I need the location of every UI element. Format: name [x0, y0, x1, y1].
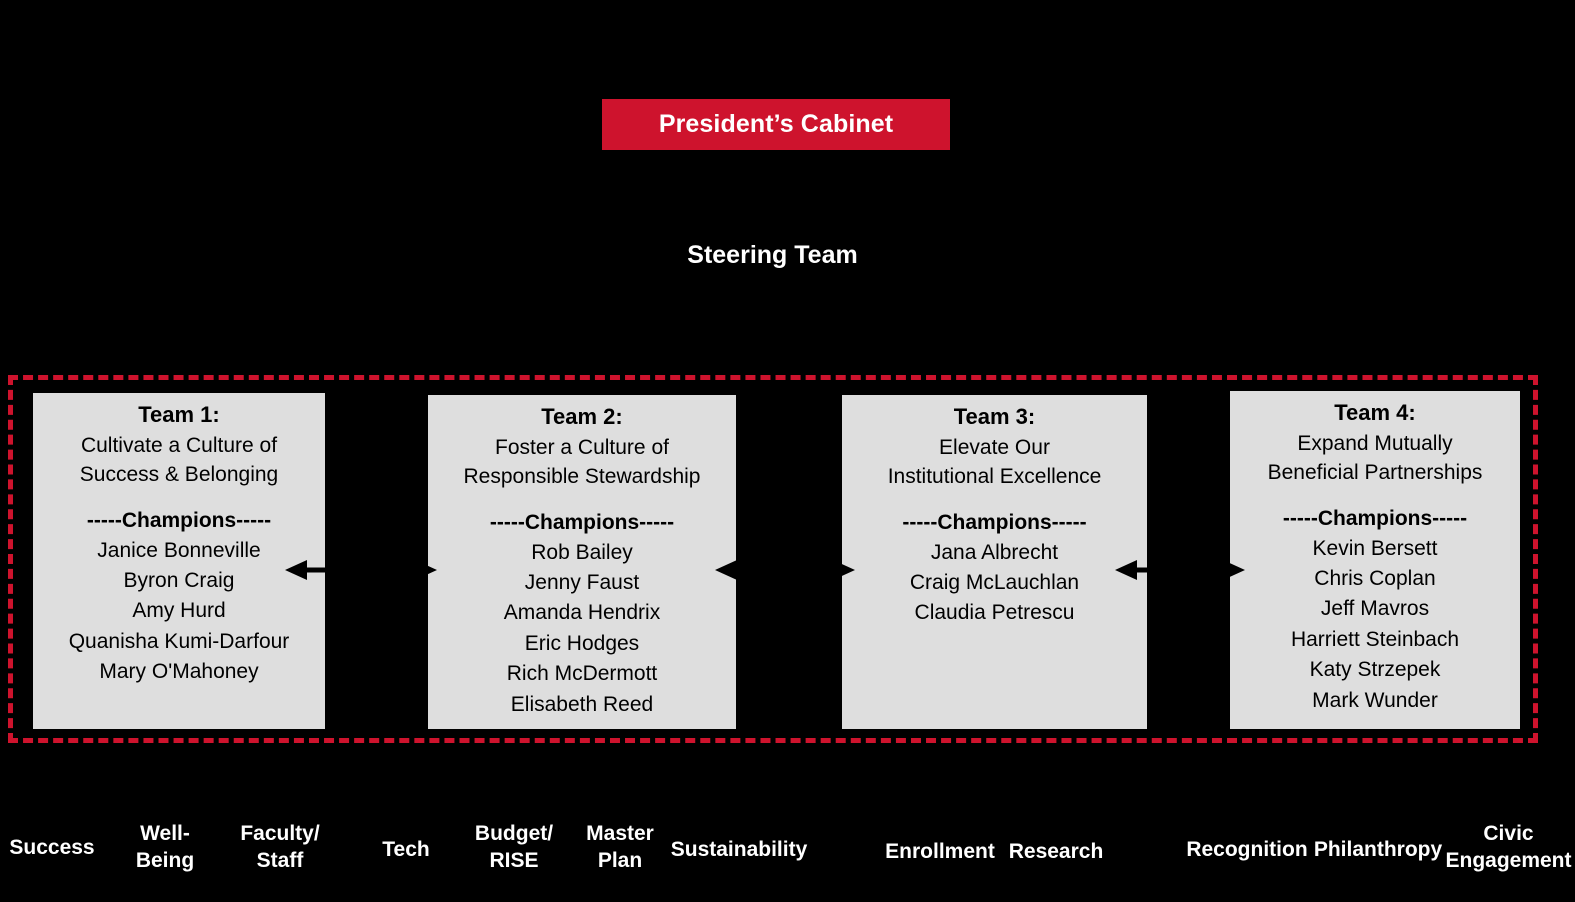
- team-2-goal-line-1: Foster a Culture of: [495, 435, 669, 459]
- team-2-champion: Amanda Hendrix: [503, 601, 661, 625]
- team-4-goal-line-2: Beneficial Partnerships: [1267, 461, 1483, 485]
- team-3-champion: Claudia Petrescu: [914, 601, 1075, 625]
- pillar-line: Well-: [140, 822, 190, 845]
- team-2-champion: Jenny Faust: [524, 571, 640, 594]
- team-1-champion: Janice Bonneville: [97, 538, 261, 562]
- steering-team-heading: Steering Team: [0, 241, 1545, 270]
- team-1-champions-header: -----Champions-----: [86, 509, 272, 533]
- pillar-line: Staff: [256, 849, 304, 873]
- team-2-champion: Rich McDermott: [506, 662, 658, 686]
- pillar-research: Research: [1000, 838, 1112, 865]
- team-4-champion: Katy Strzepek: [1309, 658, 1441, 682]
- pillar-line: Engagement: [1445, 849, 1572, 873]
- team-4-champion: Kevin Bersett: [1312, 536, 1438, 560]
- pillar-budget-rise: Budget/ RISE: [464, 820, 564, 875]
- pillar-recognition: Recognition: [1180, 836, 1314, 863]
- pillar-line: Faculty/: [240, 822, 320, 845]
- team-4-title: Team 4:: [1334, 400, 1416, 425]
- team-2-goal-line-2: Responsible Stewardship: [463, 465, 701, 489]
- team-4-goal-line-1: Expand Mutually: [1297, 431, 1453, 455]
- team-4-champion: Mark Wunder: [1312, 688, 1438, 712]
- steering-team-label: Steering Team: [687, 241, 858, 269]
- team-3-goal-line-1: Elevate Our: [939, 435, 1050, 459]
- team-2-champion: Rob Bailey: [531, 540, 633, 564]
- double-arrow-icon: [1115, 555, 1245, 585]
- team-1-champion: Amy Hurd: [132, 599, 226, 623]
- team-4-champion: Harriett Steinbach: [1290, 627, 1460, 651]
- team-4-champions-header: -----Champions-----: [1282, 507, 1468, 531]
- team-1-champion: Quanisha Kumi-Darfour: [68, 629, 290, 653]
- team-2-title: Team 2:: [541, 404, 623, 429]
- pillar-line: Civic: [1483, 822, 1534, 845]
- pillar-civic-engagement: Civic Engagement: [1442, 820, 1575, 875]
- team-3-champion: Craig McLauchlan: [909, 571, 1080, 594]
- pillar-line: Budget/: [474, 822, 554, 845]
- pillar-line: Plan: [597, 849, 643, 873]
- team-4-champion: Chris Coplan: [1314, 567, 1436, 590]
- team-2-champion: Elisabeth Reed: [510, 692, 654, 716]
- pillar-line: Recognition: [1186, 838, 1308, 861]
- presidents-cabinet-banner: President’s Cabinet: [602, 99, 950, 150]
- pillar-enrollment: Enrollment: [878, 838, 1002, 865]
- team-3-title: Team 3:: [953, 404, 1036, 429]
- team-3-champions-header: -----Champions-----: [902, 511, 1087, 535]
- pillar-faculty-staff: Faculty/ Staff: [228, 820, 332, 875]
- teams-dashed-group-border: [8, 375, 1538, 743]
- pillar-tech: Tech: [366, 836, 446, 863]
- presidents-cabinet-label: President’s Cabinet: [658, 110, 894, 138]
- double-arrow-icon: [285, 555, 437, 585]
- double-arrow-icon: [715, 555, 855, 585]
- pillar-well-being: Well- Being: [118, 820, 212, 875]
- team-1-goal-line-1: Cultivate a Culture of: [80, 433, 278, 457]
- pillar-philanthropy: Philanthropy: [1310, 836, 1446, 863]
- pillar-line: Being: [135, 849, 195, 873]
- team-2-champions-header: -----Champions-----: [489, 511, 675, 535]
- pillar-line: Tech: [382, 838, 430, 861]
- pillar-line: RISE: [489, 849, 539, 873]
- team-1-champion: Mary O'Mahoney: [99, 660, 259, 684]
- pillar-line: Philanthropy: [1313, 838, 1443, 861]
- team-3-champion: Jana Albrecht: [930, 540, 1059, 564]
- pillar-success: Success: [0, 834, 104, 861]
- pillar-line: Success: [9, 836, 95, 859]
- pillar-line: Master: [586, 822, 654, 845]
- team-box-3[interactable]: Team 3: Elevate Our Institutional Excell…: [842, 395, 1147, 729]
- pillar-label-row: Success Well- Being Faculty/ Staff Tech …: [0, 806, 1575, 892]
- team-4-champion: Jeff Mavros: [1320, 597, 1430, 621]
- team-2-champion: Eric Hodges: [524, 631, 640, 655]
- team-box-2[interactable]: Team 2: Foster a Culture of Responsible …: [428, 395, 736, 729]
- team-1-champion: Byron Craig: [123, 569, 235, 592]
- pillar-line: Research: [1008, 840, 1104, 863]
- team-box-1[interactable]: Team 1: Cultivate a Culture of Success &…: [33, 393, 325, 729]
- team-3-goal-line-2: Institutional Excellence: [887, 465, 1102, 489]
- pillar-sustainability: Sustainability: [664, 836, 814, 863]
- team-1-title: Team 1:: [138, 402, 220, 427]
- team-box-4[interactable]: Team 4: Expand Mutually Beneficial Partn…: [1230, 391, 1520, 729]
- team-1-goal-line-2: Success & Belonging: [79, 463, 279, 487]
- pillar-master-plan: Master Plan: [574, 820, 666, 875]
- pillar-line: Enrollment: [885, 840, 995, 863]
- pillar-line: Sustainability: [670, 838, 808, 861]
